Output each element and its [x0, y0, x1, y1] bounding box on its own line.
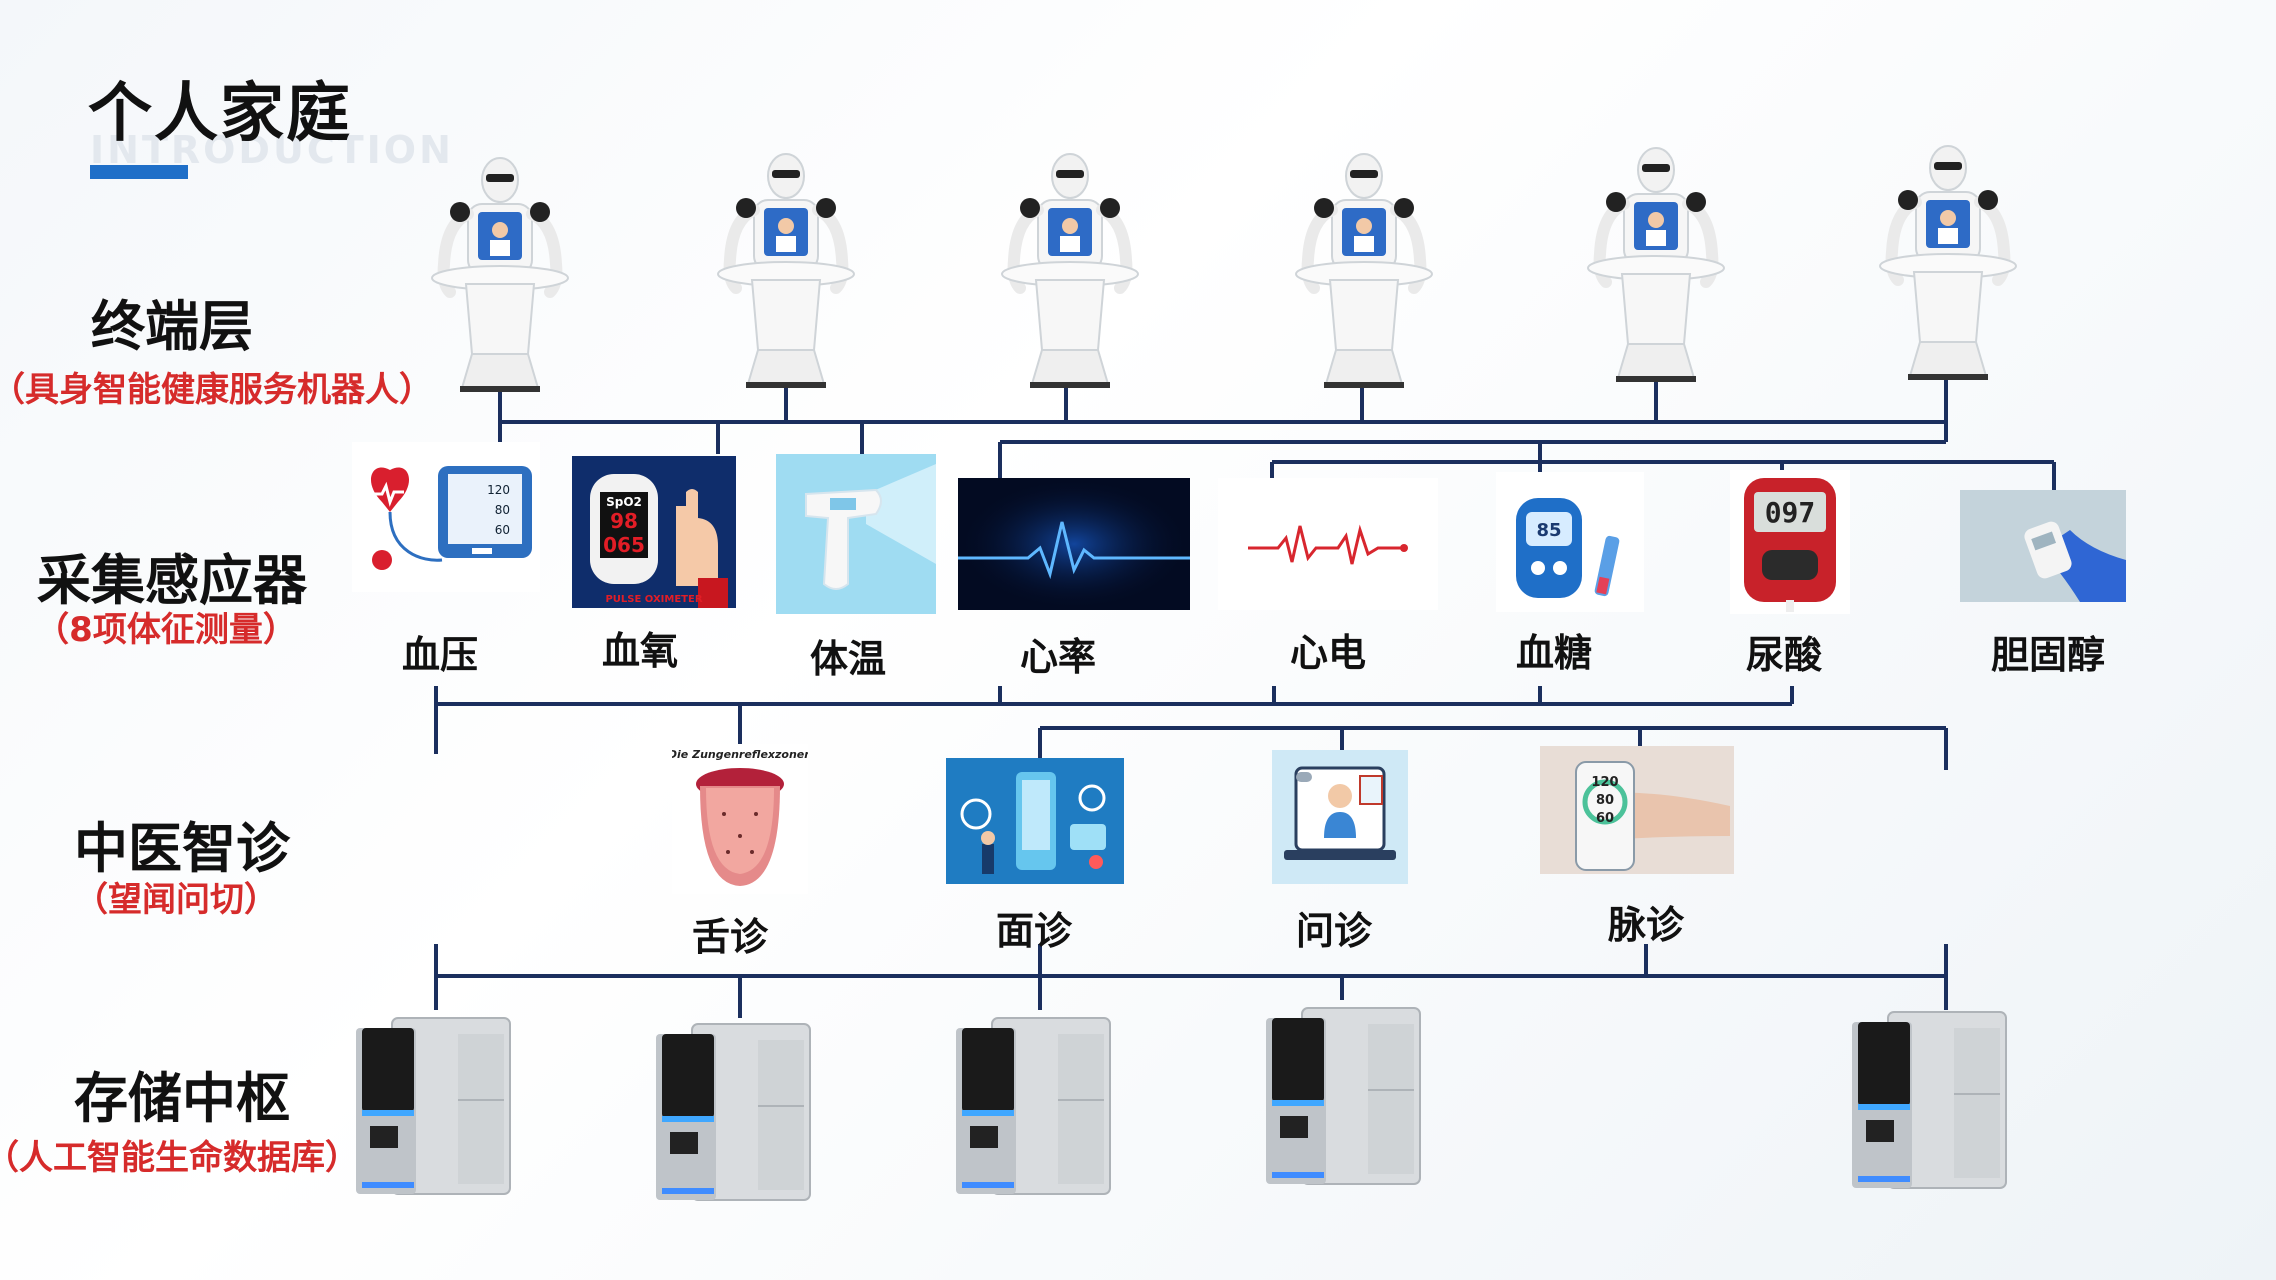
sensor-label-bp: 血压: [401, 633, 478, 677]
tcm-label-tongue: 舌诊: [691, 915, 768, 959]
tcm-label-inquiry: 问诊: [1295, 909, 1372, 953]
pulse-value-3: 60: [1596, 811, 1614, 826]
tcm-label-face: 面诊: [995, 909, 1072, 953]
layer-storage-name: 存储中枢: [74, 1067, 290, 1130]
pulse-diagnosis-icon: 120 80 60: [1540, 746, 1734, 874]
layer-tcm-name: 中医智诊: [74, 817, 290, 880]
server-storage-icon: [1256, 1000, 1426, 1194]
pulse-value-1: 120: [1591, 775, 1618, 790]
layer-sensor-sub: （8项体征测量）: [35, 610, 297, 650]
face-diagnosis-icon: [946, 758, 1124, 884]
title-ghost-text: INTRODUCTION: [90, 128, 454, 172]
sensor-label-hr: 心率: [1019, 635, 1096, 679]
tcm-label-pulse: 脉诊: [1607, 903, 1684, 947]
oximeter-bottom: 065: [603, 533, 645, 557]
sensor-label-glucose: 血糖: [1515, 631, 1592, 675]
oximeter-top: 98: [610, 509, 638, 533]
oximeter-spo2: SpO2: [606, 495, 642, 509]
server-storage-icon: [346, 1010, 516, 1204]
uric-value: 097: [1765, 496, 1816, 529]
glucose-meter-icon: 85: [1496, 472, 1644, 612]
uric-acid-meter-icon: 097: [1730, 470, 1850, 614]
server-storage-icon: [1842, 1004, 2012, 1198]
pulse-oximeter-icon: SpO2 98 065 PULSE OXIMETER: [572, 456, 736, 608]
blood-pressure-icon: 120 80 60: [352, 442, 540, 592]
inquiry-diagnosis-icon: [1272, 750, 1408, 884]
layer-tcm-sub: （望闻问切）: [74, 880, 278, 920]
layer-terminal-sub: （具身智能健康服务机器人）: [0, 370, 433, 410]
sensor-label-temp: 体温: [809, 637, 886, 681]
robot-icon: [1576, 144, 1736, 388]
layer-sensor-name: 采集感应器: [37, 549, 307, 612]
robot-icon: [706, 150, 866, 394]
oximeter-caption: PULSE OXIMETER: [605, 594, 702, 605]
sensor-label-chol: 胆固醇: [1990, 633, 2105, 677]
ecg-icon: [1218, 478, 1438, 610]
title-underline: [90, 165, 188, 179]
pulse-value-2: 80: [1596, 793, 1614, 808]
thermometer-icon: [776, 454, 936, 614]
page-title: 个人家庭: [88, 77, 352, 151]
heart-rate-wave-icon: [958, 478, 1190, 610]
glucose-value: 85: [1536, 520, 1561, 541]
robot-icon: [1868, 142, 2028, 386]
bp-value-2: 80: [495, 503, 510, 517]
robot-icon: [990, 150, 1150, 394]
layer-terminal-name: 终端层: [91, 295, 253, 358]
sensor-label-uric: 尿酸: [1745, 633, 1822, 677]
layer-storage-sub: （人工智能生命数据库）: [0, 1138, 359, 1178]
server-storage-icon: [946, 1010, 1116, 1204]
tongue-diagnosis-icon: Die Zungenreflexzonen: [672, 744, 808, 894]
bp-value-1: 120: [487, 483, 510, 497]
bp-value-3: 60: [495, 523, 510, 537]
sensor-label-spo2: 血氧: [601, 629, 678, 673]
robot-icon: [1284, 150, 1444, 394]
cholesterol-test-icon: [1960, 490, 2126, 602]
robot-icon: [420, 154, 580, 398]
server-storage-icon: [646, 1016, 816, 1210]
tongue-caption: Die Zungenreflexzonen: [672, 748, 808, 761]
sensor-label-ecg: 心电: [1289, 631, 1366, 675]
